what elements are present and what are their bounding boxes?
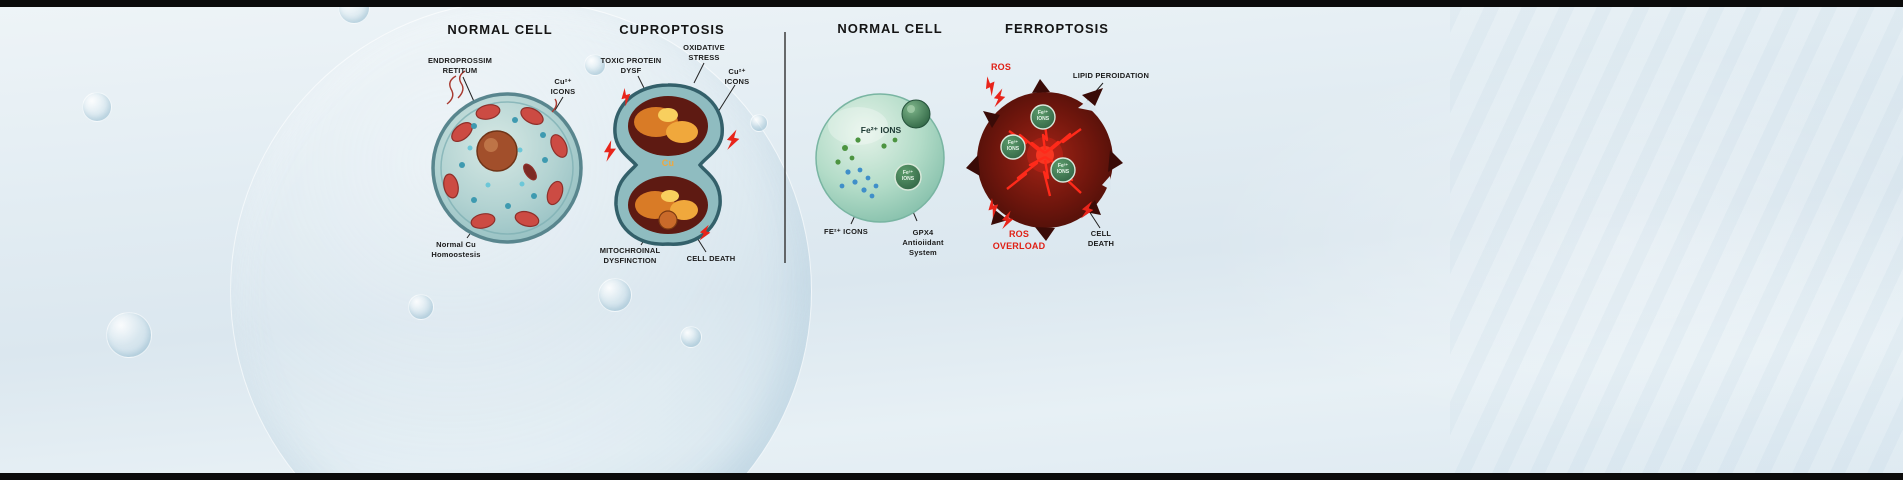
organelles <box>443 104 568 229</box>
label-cu-ions-normal: Cu²⁺ ICONS <box>550 77 576 96</box>
label-ros: ROS <box>990 62 1012 72</box>
letterbox-bar-top <box>0 0 1903 7</box>
organelle-sphere <box>901 99 931 129</box>
bubble <box>598 278 632 312</box>
label-cell-death-cuproptosis: CELL DEATH <box>686 254 736 263</box>
fe-ion-dots <box>835 137 898 199</box>
panel-title-normal-cell-fe: NORMAL CELL <box>837 21 943 36</box>
label-toxic-protein: TOXIC PROTEIN DYSF <box>600 56 662 75</box>
normal-cell-fe-illustration <box>815 93 945 225</box>
cu-ion-dots <box>459 117 548 209</box>
fe-badge-text-1: Fe²⁺ IONS <box>1036 110 1050 122</box>
fe-ions-badge-circle <box>894 163 922 191</box>
toxic-aggregates <box>634 107 698 230</box>
cuproptosis-cell-illustration <box>604 62 742 253</box>
fe-badges <box>1000 104 1076 183</box>
bubble <box>750 114 768 132</box>
panel-title-cuproptosis: CUPROPTOSIS <box>619 22 725 37</box>
bubble <box>106 312 152 358</box>
label-cu-center: Cu <box>661 158 675 168</box>
panel-title-normal-cell-cu: NORMAL CELL <box>447 22 553 37</box>
label-fe-icons: FE²⁺ ICONS <box>824 227 868 236</box>
bubble <box>408 294 434 320</box>
ferroptosis-cell-illustration <box>966 74 1123 241</box>
label-normal-cu-homeostasis: Normal Cu Homoostesis <box>431 240 481 259</box>
label-cu-ions-cuproptosis: Cu²⁺ ICONS <box>724 67 750 86</box>
fe-badge-text-2: Fe²⁺ IONS <box>1006 140 1020 152</box>
label-gpx4: GPX4 Antioiidant System <box>902 228 944 257</box>
er-squiggles <box>446 70 558 113</box>
fe-badge-text-3: Fe²⁺ IONS <box>1056 163 1070 175</box>
normal-cell-cu-illustration <box>431 70 583 244</box>
bubble <box>584 54 606 76</box>
fe-ions-badge-text: Fe²⁺ IONS <box>901 170 915 182</box>
label-fe-ions-incell: Fe²⁺ IONS <box>860 125 902 135</box>
label-ros-overload: ROS OVERLOAD <box>992 229 1046 251</box>
nucleus <box>476 130 518 172</box>
label-oxidative-stress: OXIDATIVE STRESS <box>683 43 725 62</box>
label-cell-death-ferroptosis: CELL DEATH <box>1087 229 1115 248</box>
panel-title-ferroptosis: FERROPTOSIS <box>1005 21 1109 36</box>
bubble <box>82 92 112 122</box>
label-endroprossim-retitum: ENDROPROSSIM RETITUM <box>427 56 493 75</box>
letterbox-bar-bottom <box>0 473 1903 480</box>
label-mitochondrial-dysfunction: MITOCHROINAL DYSFINCTION <box>599 246 661 265</box>
bubble <box>680 326 702 348</box>
label-lipid-peroxidation: LIPID PEROIDATION <box>1072 71 1150 80</box>
